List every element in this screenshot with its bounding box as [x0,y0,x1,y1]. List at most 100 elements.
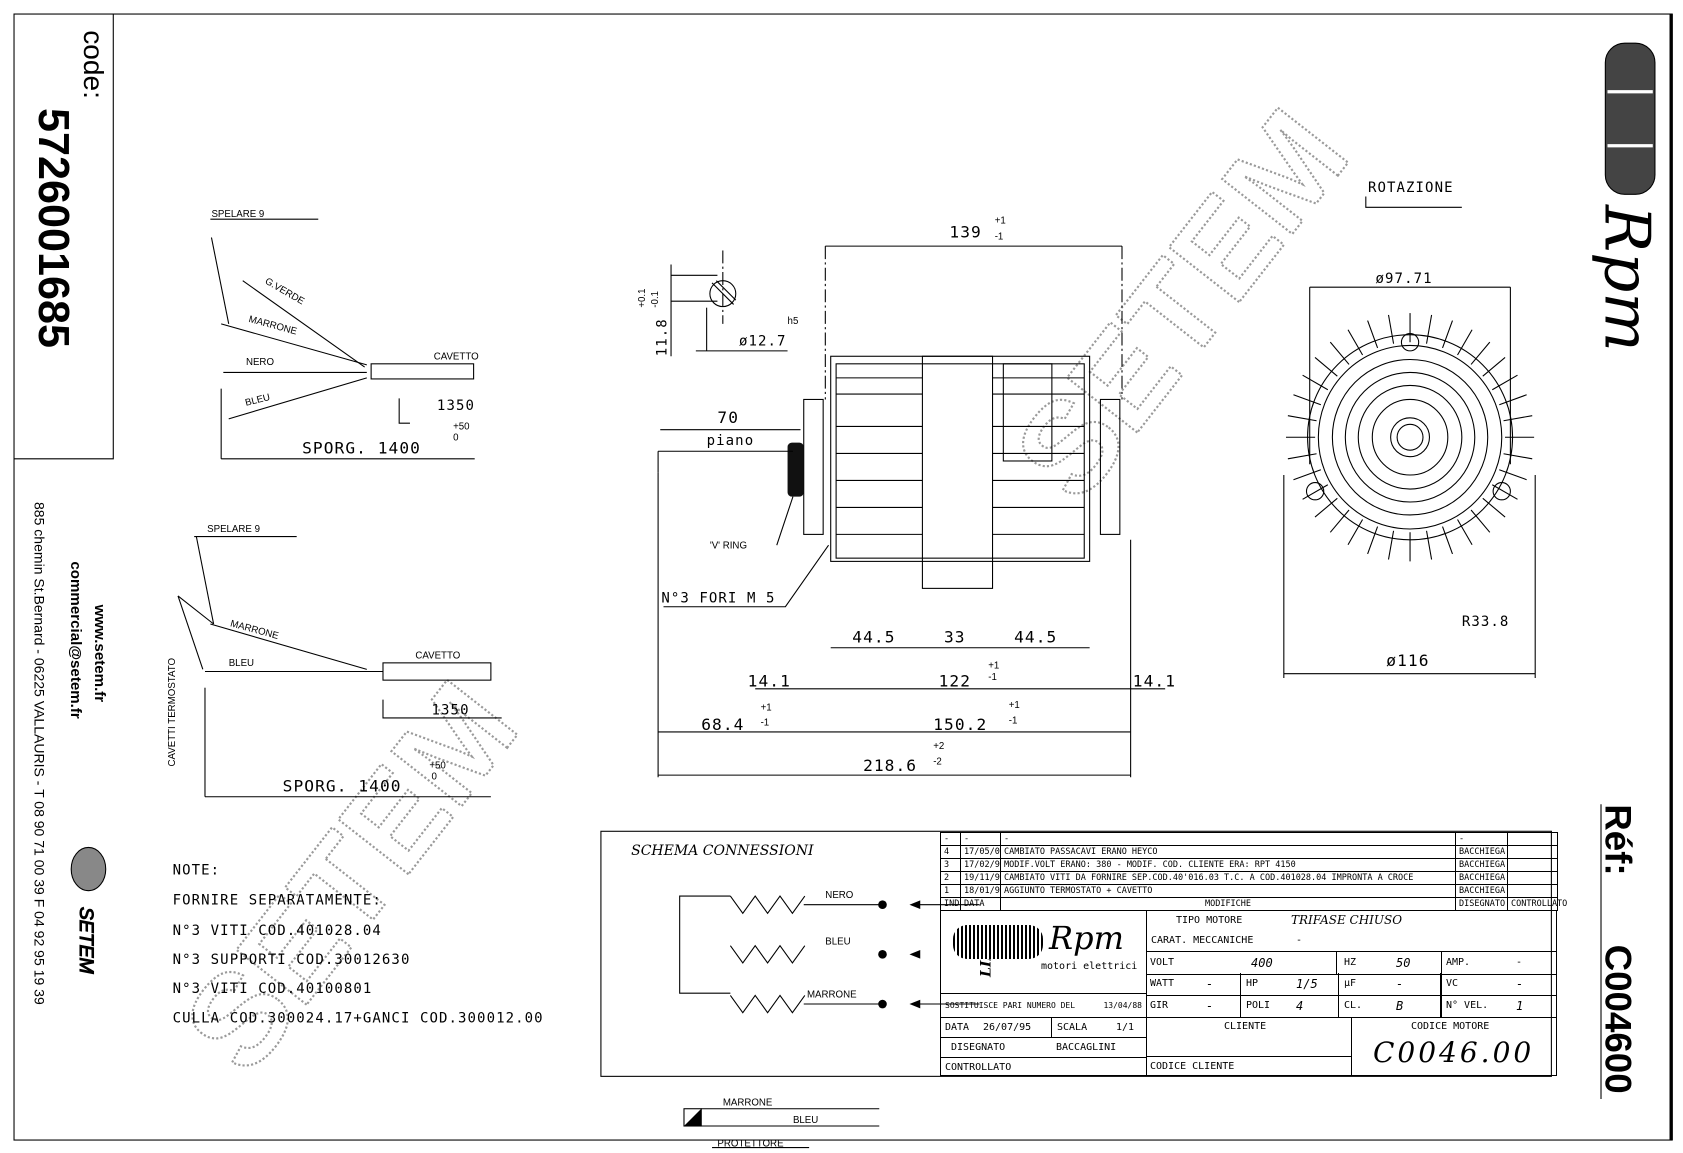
cooling-fin [1347,519,1364,546]
svg-text:+0.1: +0.1 [637,289,648,308]
svg-text:SETEM: SETEM [987,84,1375,524]
end-view-circle [1331,358,1489,516]
end-view-circle [1371,398,1449,476]
svg-text:CAVETTI TERMOSTATO: CAVETTI TERMOSTATO [167,657,178,766]
svg-text:+50: +50 [453,422,470,433]
svg-text:BLEU: BLEU [229,658,254,669]
svg-text:ø12.7: ø12.7 [739,333,787,349]
hp-value: 1/5 [1296,977,1318,991]
svg-text:MARRONE: MARRONE [807,990,857,1001]
cooling-fin [1503,415,1533,422]
svg-text:'V' RING: 'V' RING [710,540,747,551]
svg-text:SCHEMA CONNESSIONI: SCHEMA CONNESSIONI [631,843,814,859]
svg-text:218.6: 218.6 [863,756,917,775]
end-view-circle [1307,334,1514,541]
svg-text:CULLA COD.300024.17+GANCI COD.: CULLA COD.300024.17+GANCI COD.300012.00 [173,1010,544,1026]
svg-text:SPELARE 9: SPELARE 9 [207,524,260,535]
cooling-fin [1329,341,1350,365]
mod-drawn: BACCHIEGA [1455,858,1508,872]
svg-text:0: 0 [453,432,459,443]
vc-label: VC [1446,978,1459,989]
code-box [14,14,114,460]
mod-checked [1507,858,1558,872]
cooling-fin [1492,484,1518,500]
setem-logo: SETEM [70,846,107,975]
svg-text:-2: -2 [933,756,942,767]
poli-label: POLI [1246,1000,1271,1011]
mod-date: 17/02/98 [960,858,1001,872]
mod-text: MODIF.VOLT ERANO: 380 - MODIF. COD. CLIE… [1000,858,1456,872]
svg-text:MARRONE: MARRONE [229,618,280,642]
cooling-fin [1482,357,1506,377]
svg-text:Rpm: Rpm [1590,204,1663,352]
cooling-fin [1482,497,1506,518]
svg-text:44.5: 44.5 [852,627,895,646]
svg-text:SETEM: SETEM [75,907,97,975]
svg-text:SPORG. 1400: SPORG. 1400 [283,776,402,795]
bolt-hole [1400,333,1420,352]
mod-header-drawn: DISEGNATO [1455,897,1508,911]
modification-row: 118/01/96AGGIUNTO TERMOSTATO + CAVETTOBA… [940,884,1558,898]
end-view-circle [1390,417,1431,458]
cl-value: B [1396,999,1404,1013]
svg-text:68.4: 68.4 [701,715,744,734]
svg-text:-1: -1 [761,717,770,728]
mod-drawn: BACCHIEGA [1455,845,1508,859]
end-view-circle [1344,371,1476,503]
end-view-circle [1357,384,1463,490]
svg-text:-1: -1 [995,232,1004,243]
modifications-table: ----417/05/02CAMBIATO PASSACAVI ERANO HE… [940,832,1567,911]
mod-header-ind: IND [940,897,961,911]
bolt-hole [1305,482,1325,501]
mod-date: 18/01/96 [960,884,1001,898]
watt-label: WATT [1150,978,1175,989]
svg-text:SPORG. 1400: SPORG. 1400 [302,438,421,457]
schema-connessioni: SCHEMA CONNESSIONI NERO BLEU MARRONE LIN… [600,830,1552,1150]
mod-drawn: BACCHIEGA [1455,884,1508,898]
svg-text:+1: +1 [995,215,1006,226]
cooling-fin [1302,374,1329,391]
svg-text:1350: 1350 [437,398,475,414]
notes: NOTE: FORNIRE SEPARATAMENTE: N°3 VITI CO… [173,862,544,1026]
cooling-fin [1293,394,1322,406]
mod-ind: 2 [940,871,961,885]
motor-end-view: ROTAZIONE ø97.71 R33.8 ø116 [1283,180,1536,678]
title-block: ----417/05/02CAMBIATO PASSACAVI ERANO HE… [940,832,1567,1077]
svg-text:ø97.71: ø97.71 [1376,271,1433,287]
modification-row: ---- [940,832,1558,846]
title-logo: Rpm motori elettrici [941,911,1147,993]
mod-text: AGGIUNTO TERMOSTATO + CAVETTO [1000,884,1456,898]
poli-value: 4 [1296,999,1304,1013]
modification-row: 417/05/02CAMBIATO PASSACAVI ERANO HEYCOB… [940,845,1558,859]
volt-value: 400 [1251,956,1273,970]
mod-checked [1507,832,1558,846]
cooling-fin [1287,415,1317,422]
cooling-fin [1387,314,1395,344]
svg-text:0: 0 [432,771,438,782]
resistor-winding-icon [729,994,806,1014]
cooling-fin [1367,526,1379,555]
mod-ind: 1 [940,884,961,898]
svg-text:N°3 FORI M 5: N°3 FORI M 5 [661,590,775,606]
cooling-fin [1470,509,1491,533]
svg-text:G.VERDE: G.VERDE [263,276,307,308]
end-view-circle [1317,344,1503,530]
cooling-fin [1302,484,1329,500]
cooling-fin [1442,320,1453,349]
mod-ind: 3 [940,858,961,872]
svg-text:N°3 VITI COD.40100801: N°3 VITI COD.40100801 [173,981,373,997]
shaft-detail: 11.8 +0.1 -0.1 ø12.7 h5 [637,250,798,357]
svg-text:CAVETTO: CAVETTO [415,651,460,662]
code-label: code: [78,30,109,99]
cooling-fin [1499,469,1527,481]
bolt-hole [1492,482,1511,501]
vc-value: - [1516,977,1524,991]
svg-text:1350: 1350 [432,703,470,719]
cooling-fin [1503,453,1533,460]
svg-text:70: 70 [717,408,739,427]
svg-text:MARRONE: MARRONE [723,1097,773,1108]
mod-checked [1507,845,1558,859]
svg-text:+1: +1 [1009,700,1020,711]
code-value: 5726001685 [29,108,77,348]
